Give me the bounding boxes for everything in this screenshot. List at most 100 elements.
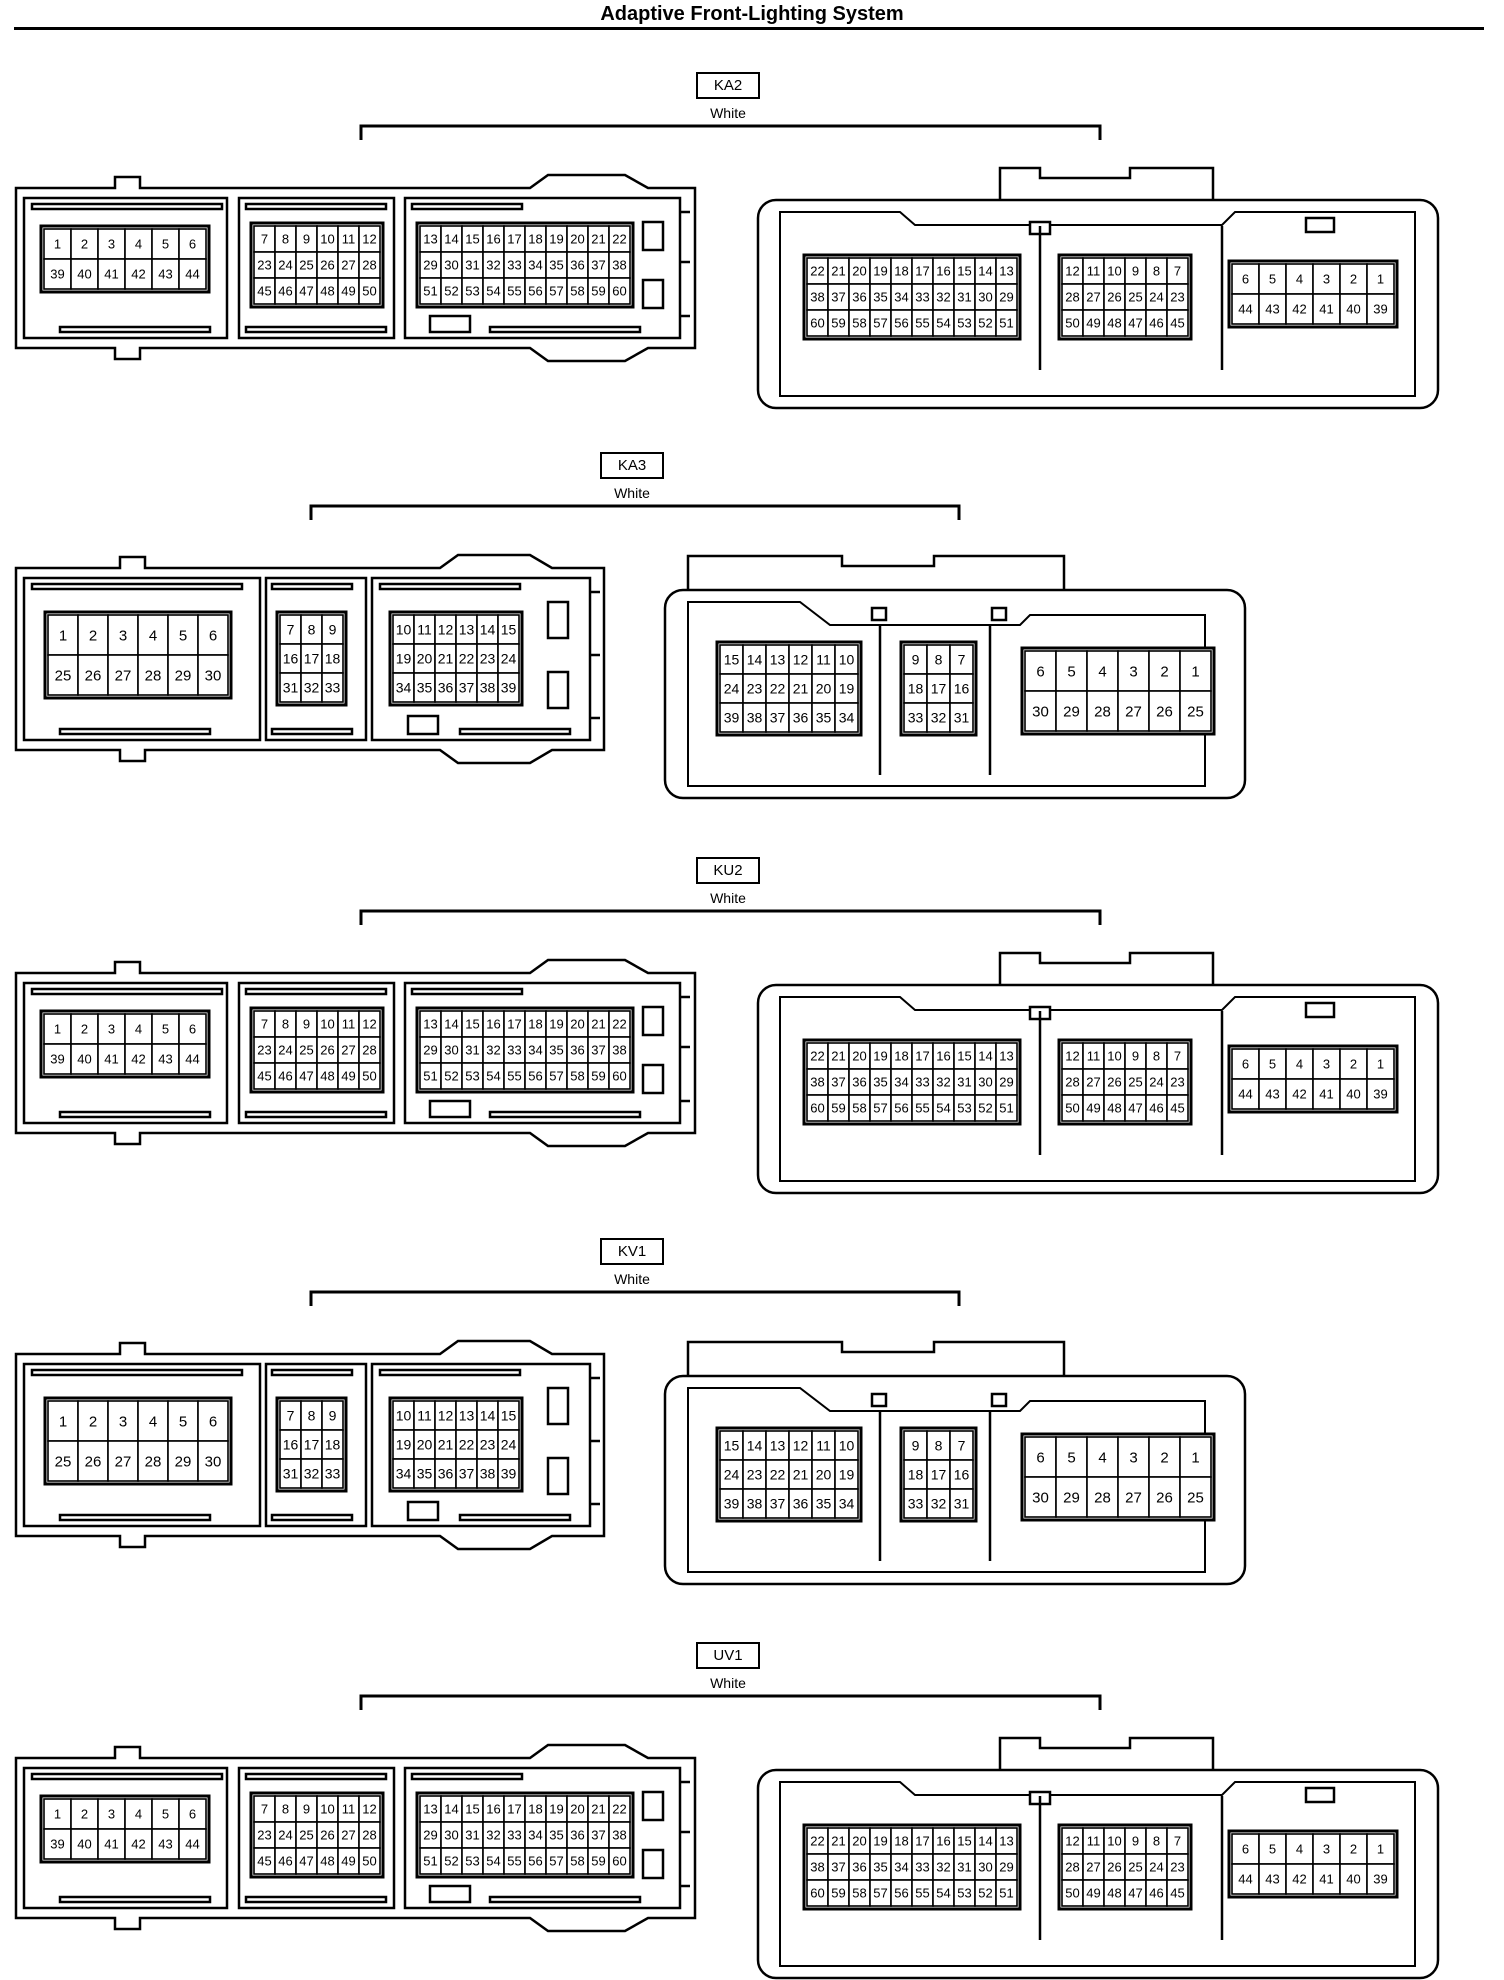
pin-number: 46 <box>1149 1886 1163 1901</box>
pin-number: 20 <box>852 1049 866 1064</box>
pin-number: 56 <box>528 1854 542 1869</box>
pin-number: 8 <box>282 1802 289 1817</box>
pin-number: 24 <box>724 1467 740 1483</box>
pin-number: 22 <box>612 1802 626 1817</box>
pin-number: 41 <box>1319 302 1333 317</box>
pin-cell <box>321 1458 344 1489</box>
pin-number: 47 <box>299 1069 313 1084</box>
pin-number: 17 <box>915 1049 929 1064</box>
pin-number: 23 <box>747 1467 763 1483</box>
pin-number: 27 <box>1086 290 1100 305</box>
pin-number: 2 <box>81 1022 88 1037</box>
pin-number: 10 <box>839 1438 855 1454</box>
pin-number: 17 <box>931 1467 947 1483</box>
pin-number: 32 <box>486 258 500 273</box>
pin-number: 54 <box>936 1101 950 1116</box>
pin-cell <box>167 614 199 656</box>
pin-cell <box>995 1094 1018 1122</box>
pin-number: 9 <box>1132 264 1139 279</box>
pin-number: 51 <box>999 316 1013 331</box>
pin-number: 30 <box>978 1860 992 1875</box>
pin-number: 18 <box>894 1049 908 1064</box>
pin-number: 37 <box>591 258 605 273</box>
pin-cell <box>1312 293 1341 325</box>
pin-cell <box>77 1400 109 1442</box>
pin-number: 11 <box>1087 264 1101 279</box>
pin-number: 1 <box>54 1022 61 1037</box>
pin-number: 7 <box>1174 1049 1181 1064</box>
pin-number: 58 <box>852 316 866 331</box>
pin-cell <box>497 672 520 703</box>
pin-number: 47 <box>299 284 313 299</box>
pin-number: 59 <box>591 1069 605 1084</box>
pin-number: 6 <box>1242 1057 1249 1072</box>
pin-number: 9 <box>329 1408 337 1424</box>
pin-number: 34 <box>894 1075 908 1090</box>
pin-number: 53 <box>465 284 479 299</box>
pin-number: 30 <box>1032 1489 1049 1506</box>
pin-number: 41 <box>104 1052 118 1067</box>
pin-number: 43 <box>1265 1087 1279 1102</box>
pin-number: 34 <box>894 1860 908 1875</box>
pin-number: 40 <box>1346 1087 1360 1102</box>
pin-number: 38 <box>810 290 824 305</box>
pin-cell <box>1366 1048 1395 1080</box>
pin-number: 17 <box>507 1802 521 1817</box>
pin-number: 39 <box>1373 1872 1387 1887</box>
pin-number: 20 <box>417 1437 433 1453</box>
pin-number: 2 <box>1160 663 1168 680</box>
pin-number: 35 <box>816 1496 832 1512</box>
pin-number: 33 <box>915 1075 929 1090</box>
pin-number: 27 <box>1125 703 1142 720</box>
pin-number: 13 <box>770 652 786 668</box>
pin-number: 14 <box>978 264 992 279</box>
pin-number: 9 <box>912 1438 920 1454</box>
pin-cell <box>151 1828 180 1860</box>
pin-number: 15 <box>724 652 740 668</box>
pin-number: 7 <box>958 1438 966 1454</box>
pin-number: 26 <box>85 1453 102 1470</box>
pin-cell <box>949 702 974 733</box>
pin-number: 49 <box>341 1069 355 1084</box>
pin-number: 19 <box>839 1467 855 1483</box>
pin-cell <box>608 277 631 305</box>
pin-number: 32 <box>936 1075 950 1090</box>
pin-number: 1 <box>59 627 67 644</box>
pin-number: 20 <box>570 232 584 247</box>
pin-number: 21 <box>793 1467 809 1483</box>
pin-number: 10 <box>396 1408 412 1424</box>
pin-number: 8 <box>1153 1834 1160 1849</box>
pin-number: 13 <box>999 1834 1013 1849</box>
pin-number: 38 <box>810 1075 824 1090</box>
pin-number: 13 <box>999 264 1013 279</box>
pin-number: 56 <box>894 1101 908 1116</box>
pin-cell <box>1312 1833 1341 1865</box>
pin-cell <box>995 309 1018 337</box>
pin-number: 12 <box>793 1438 809 1454</box>
pin-number: 25 <box>299 258 313 273</box>
pin-number: 48 <box>320 1069 334 1084</box>
pin-number: 22 <box>770 681 786 697</box>
pin-number: 19 <box>396 651 412 667</box>
pin-number: 3 <box>1129 1449 1137 1466</box>
pin-number: 28 <box>145 1453 162 1470</box>
pin-number: 32 <box>936 1860 950 1875</box>
pin-number: 36 <box>793 710 809 726</box>
pin-number: 26 <box>320 1828 334 1843</box>
pin-number: 13 <box>423 1802 437 1817</box>
pin-cell <box>1366 1863 1395 1895</box>
pin-number: 38 <box>810 1860 824 1875</box>
pin-number: 16 <box>954 681 970 697</box>
pin-number: 7 <box>261 1802 268 1817</box>
pin-number: 13 <box>423 232 437 247</box>
pin-number: 31 <box>957 1075 971 1090</box>
pin-number: 6 <box>209 627 217 644</box>
pin-number: 58 <box>570 1069 584 1084</box>
